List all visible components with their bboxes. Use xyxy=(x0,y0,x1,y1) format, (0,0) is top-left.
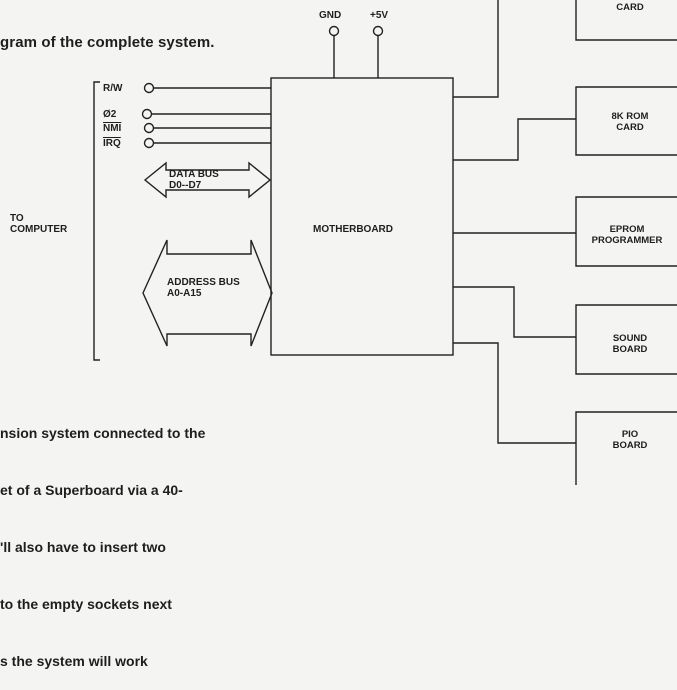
address-bus-label-line1: ADDRESS BUS xyxy=(167,277,240,288)
v5-label: +5V xyxy=(370,10,389,21)
computer-bracket xyxy=(93,81,100,361)
data-bus-label: DATA BUS D0--D7 xyxy=(169,169,219,191)
connector-phi2 xyxy=(141,108,153,120)
card-label-1: CARD xyxy=(580,2,677,13)
signal-label-nmi: NMI xyxy=(103,123,122,134)
figure-caption: gram of the complete system. xyxy=(0,34,215,51)
gnd-label: GND xyxy=(319,10,342,21)
card-box-1 xyxy=(575,0,677,41)
card-label-1-line1: CARD xyxy=(616,2,644,13)
system-diagram xyxy=(93,0,677,485)
card-label-4: SOUND BOARD xyxy=(580,333,677,355)
body-line: to the empty sockets next xyxy=(0,596,172,612)
signal-label-phi2: Ø2 xyxy=(103,109,117,120)
motherboard-box xyxy=(270,77,454,356)
address-bus-label: ADDRESS BUS A0-A15 xyxy=(167,277,240,299)
connector-rw xyxy=(143,82,155,94)
address-bus-arrow xyxy=(142,239,273,347)
card-label-3-line2: PROGRAMMER xyxy=(591,235,663,246)
data-bus-label-line2: D0--D7 xyxy=(169,180,202,191)
signal-label-irq: IRQ xyxy=(103,138,121,149)
signal-label-rw: R/W xyxy=(103,83,123,94)
card-label-2-line1: 8K ROM xyxy=(611,111,649,122)
body-paragraph: nsion system connected to the et of a Su… xyxy=(0,386,300,690)
card-box-2 xyxy=(575,86,677,156)
address-bus-label-line2: A0-A15 xyxy=(167,288,202,299)
computer-label: TO COMPUTER xyxy=(10,213,67,235)
card-box-4 xyxy=(575,304,677,375)
card-label-5: PIO BOARD xyxy=(580,429,677,451)
data-bus-arrow xyxy=(143,161,272,199)
card-label-5-line1: PIO xyxy=(621,429,639,440)
card-label-4-line1: SOUND xyxy=(612,333,648,344)
body-line: s the system will work xyxy=(0,653,148,669)
card-label-3: EPROM PROGRAMMER xyxy=(577,224,677,246)
computer-label-line1: TO xyxy=(10,213,24,224)
card-box-3 xyxy=(575,196,677,267)
card-box-5 xyxy=(575,411,677,485)
body-line: nsion system connected to the xyxy=(0,425,206,441)
v5-terminal xyxy=(372,25,384,37)
body-line: et of a Superboard via a 40- xyxy=(0,482,183,498)
card-label-2-line2: CARD xyxy=(616,122,644,133)
card-label-4-line2: BOARD xyxy=(612,344,648,355)
connector-nmi xyxy=(143,122,155,134)
data-bus-label-line1: DATA BUS xyxy=(169,169,219,180)
card-label-3-line1: EPROM xyxy=(609,224,645,235)
motherboard-label: MOTHERBOARD xyxy=(313,224,393,235)
body-line: 'll also have to insert two xyxy=(0,539,166,555)
computer-label-line2: COMPUTER xyxy=(10,224,68,235)
gnd-terminal xyxy=(328,25,340,37)
card-label-2: 8K ROM CARD xyxy=(580,111,677,133)
connector-irq xyxy=(143,137,155,149)
card-label-5-line2: BOARD xyxy=(612,440,648,451)
